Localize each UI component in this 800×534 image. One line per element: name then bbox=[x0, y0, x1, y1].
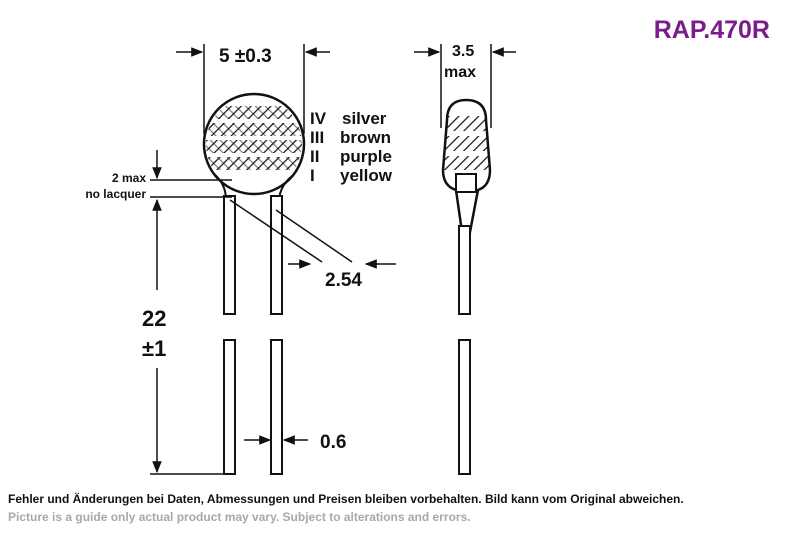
lead-right bbox=[270, 195, 283, 475]
band-color-iii: brown bbox=[340, 128, 391, 147]
pitch-dimension bbox=[229, 199, 396, 269]
band-color-ii: purple bbox=[340, 147, 392, 166]
body-width-dimension bbox=[176, 44, 330, 134]
band-color-iv: silver bbox=[342, 109, 387, 128]
body-width-label: 5 ±0.3 bbox=[219, 46, 272, 67]
lacquer-note-label: no lacquer bbox=[85, 187, 146, 201]
pitch-label: 2.54 bbox=[325, 270, 362, 291]
color-band-legend: IV silver III brown II purple I yellow bbox=[310, 109, 393, 185]
thickness-note-label: max bbox=[444, 64, 476, 81]
lacquer-dimension bbox=[150, 150, 232, 198]
band-ring-i: I bbox=[310, 166, 315, 185]
product-title: RAP.470R bbox=[653, 16, 770, 44]
side-body bbox=[441, 98, 492, 234]
lead-length-dimension bbox=[150, 198, 224, 475]
side-lead bbox=[458, 225, 471, 475]
lead-diameter-label: 0.6 bbox=[320, 432, 346, 453]
thickness-value-label: 3.5 bbox=[452, 43, 474, 60]
lead-length-value-label: 22 bbox=[142, 306, 166, 331]
band-color-i: yellow bbox=[340, 166, 393, 185]
band-ring-iv: IV bbox=[310, 109, 327, 128]
disclaimer-english: Picture is a guide only actual product m… bbox=[8, 510, 471, 524]
disclaimer-german: Fehler und Änderungen bei Daten, Abmessu… bbox=[8, 492, 684, 506]
thickness-dimension bbox=[414, 44, 516, 128]
front-view bbox=[150, 44, 396, 475]
lead-left bbox=[223, 195, 236, 475]
band-ring-iii: III bbox=[310, 128, 324, 147]
lacquer-value-label: 2 max bbox=[112, 171, 146, 185]
thermistor-disc bbox=[202, 92, 306, 201]
lead-length-tol-label: ±1 bbox=[142, 336, 166, 361]
side-view bbox=[414, 44, 516, 475]
band-ring-ii: II bbox=[310, 147, 319, 166]
